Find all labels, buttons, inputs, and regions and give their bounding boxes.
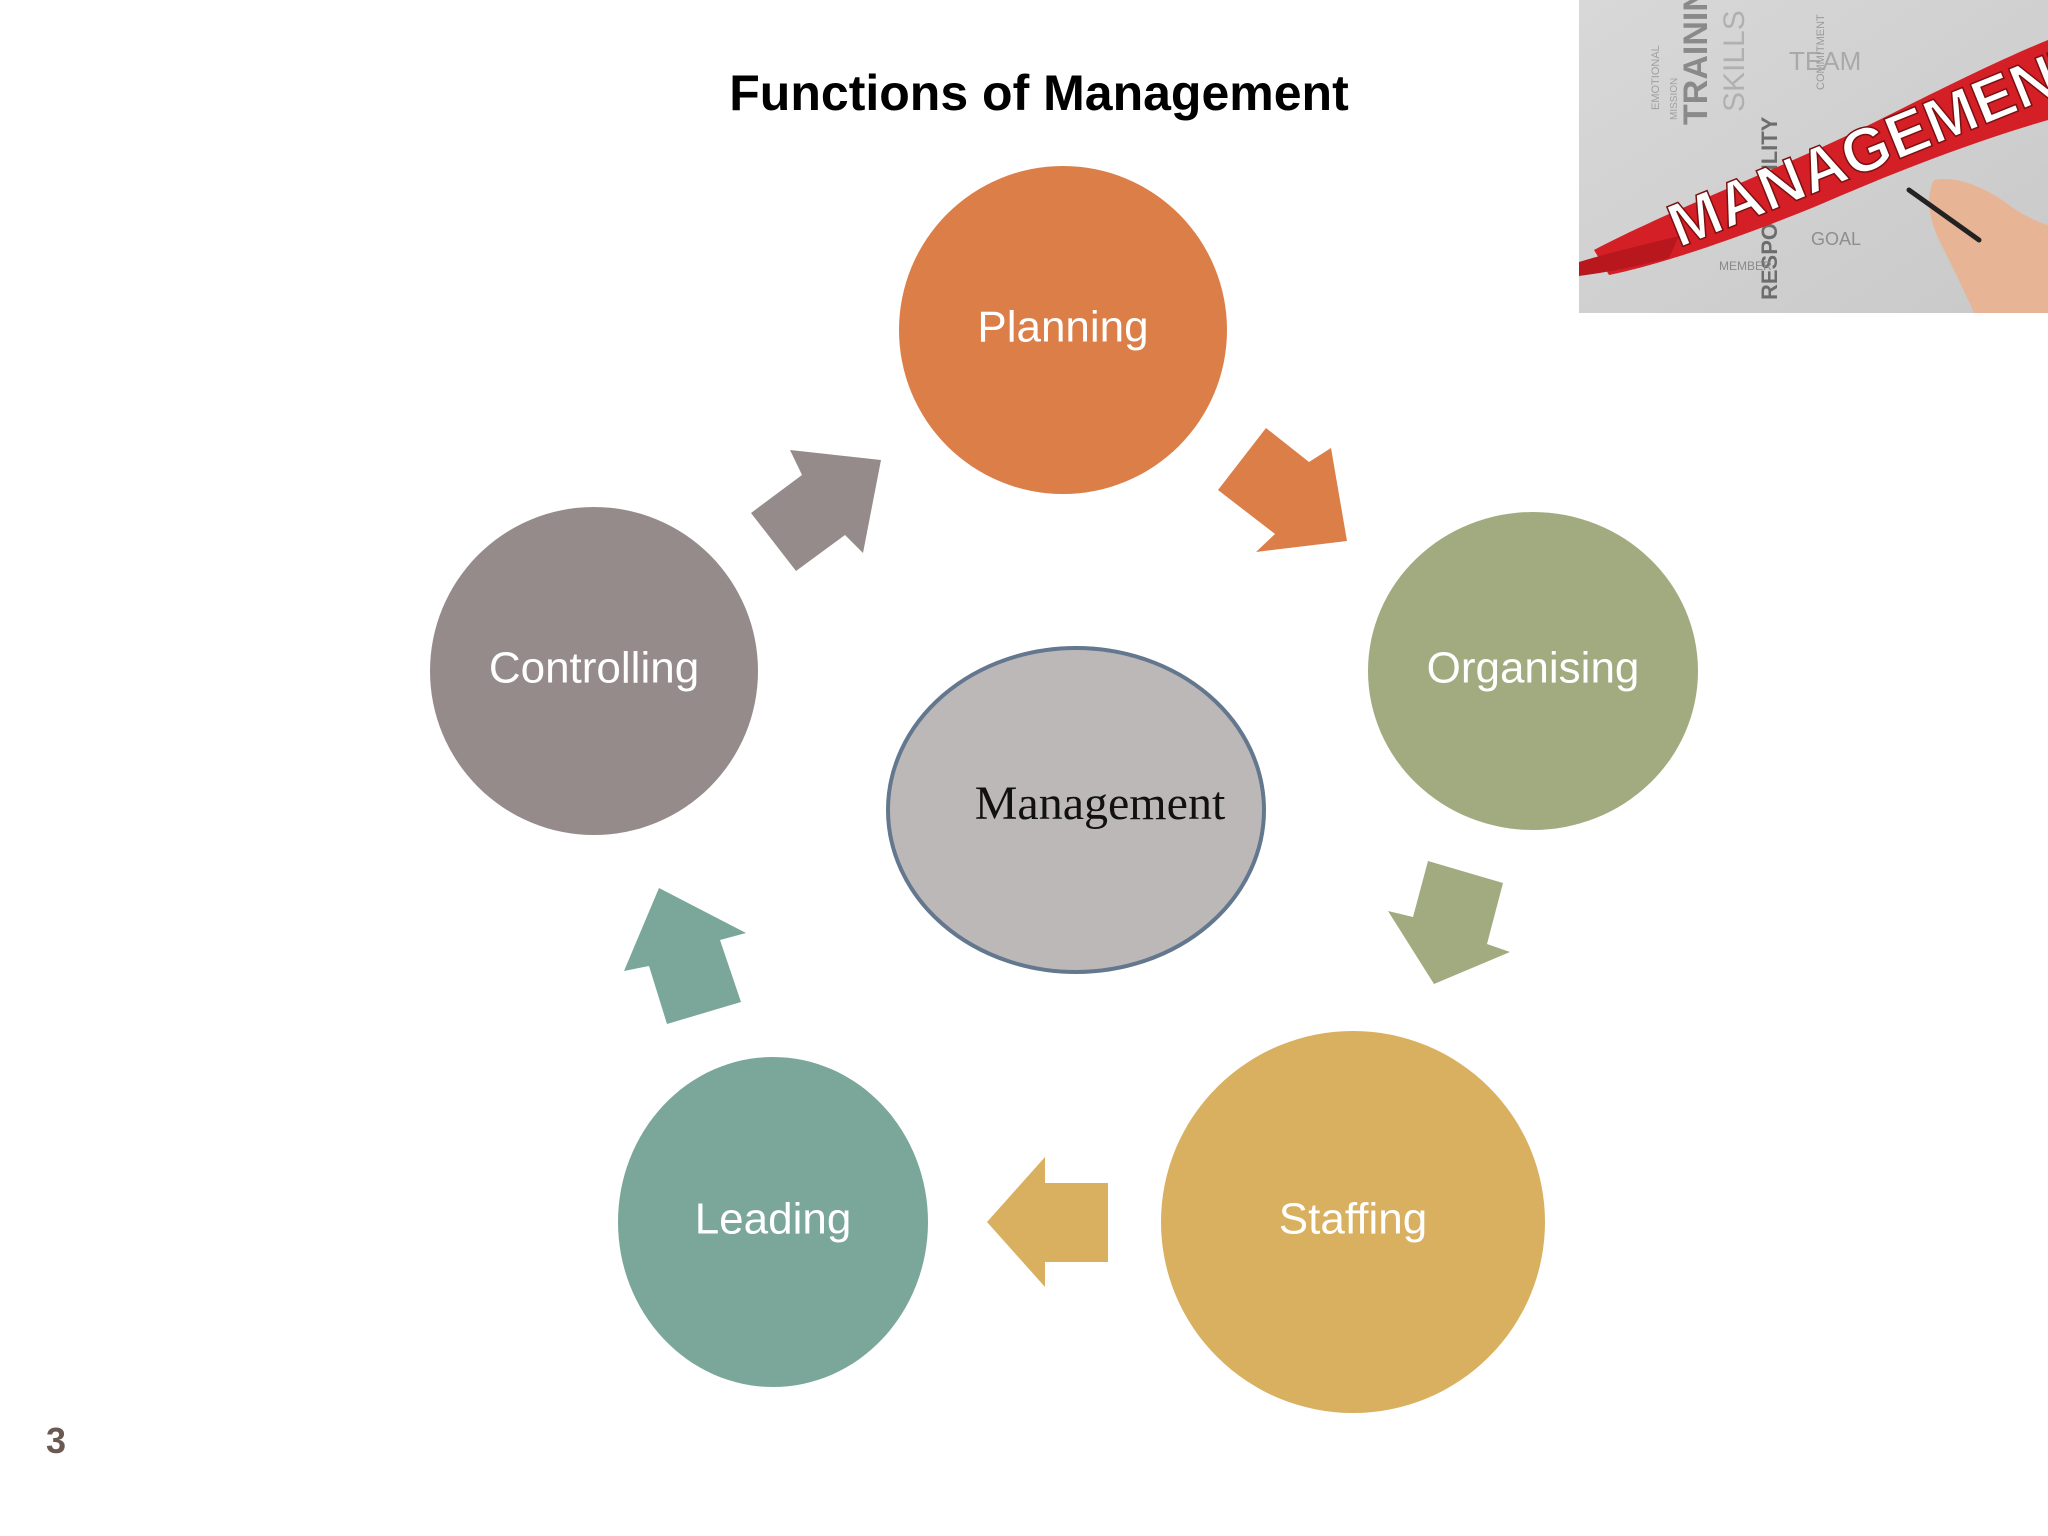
arrow-planning-to-organising bbox=[1218, 428, 1347, 552]
leading-node: Leading bbox=[618, 1057, 928, 1387]
leading-label: Leading bbox=[695, 1195, 852, 1244]
arrow-organising-to-staffing bbox=[1388, 861, 1510, 984]
slide-title: Functions of Management bbox=[729, 65, 1349, 121]
svg-text:EMOTIONAL: EMOTIONAL bbox=[1650, 45, 1662, 110]
page-number: 3 bbox=[46, 1420, 67, 1461]
center-management-label: Management bbox=[975, 777, 1226, 830]
arrow-staffing-to-leading bbox=[987, 1157, 1108, 1287]
svg-text:MISSION: MISSION bbox=[1669, 78, 1680, 120]
staffing-label: Staffing bbox=[1279, 1195, 1427, 1244]
arrow-controlling-to-planning bbox=[751, 450, 881, 571]
organising-node: Organising bbox=[1368, 512, 1698, 830]
svg-text:GOAL: GOAL bbox=[1811, 229, 1861, 249]
svg-text:SKILLS: SKILLS bbox=[1718, 10, 1751, 112]
controlling-node: Controlling bbox=[430, 507, 758, 835]
svg-text:COMMITMENT: COMMITMENT bbox=[1815, 14, 1827, 90]
controlling-label: Controlling bbox=[489, 644, 699, 693]
arrow-leading-to-controlling bbox=[624, 888, 746, 1024]
planning-node: Planning bbox=[899, 166, 1227, 494]
svg-text:TEAM: TEAM bbox=[1789, 46, 1861, 76]
leading-circle bbox=[618, 1057, 928, 1387]
staffing-node: Staffing bbox=[1161, 1031, 1545, 1413]
staffing-circle bbox=[1161, 1031, 1545, 1413]
planning-circle bbox=[899, 166, 1227, 494]
svg-text:MEMBER: MEMBER bbox=[1719, 259, 1772, 273]
organising-label: Organising bbox=[1427, 644, 1640, 693]
svg-text:TRAINING: TRAINING bbox=[1677, 0, 1715, 125]
planning-label: Planning bbox=[977, 303, 1148, 352]
management-word-cloud-image: TRAINING SKILLS TEAM COMMITMENT EMOTIONA… bbox=[1579, 0, 2048, 313]
center-management-ellipse bbox=[886, 646, 1266, 974]
controlling-circle bbox=[430, 507, 758, 835]
organising-circle bbox=[1368, 512, 1698, 830]
